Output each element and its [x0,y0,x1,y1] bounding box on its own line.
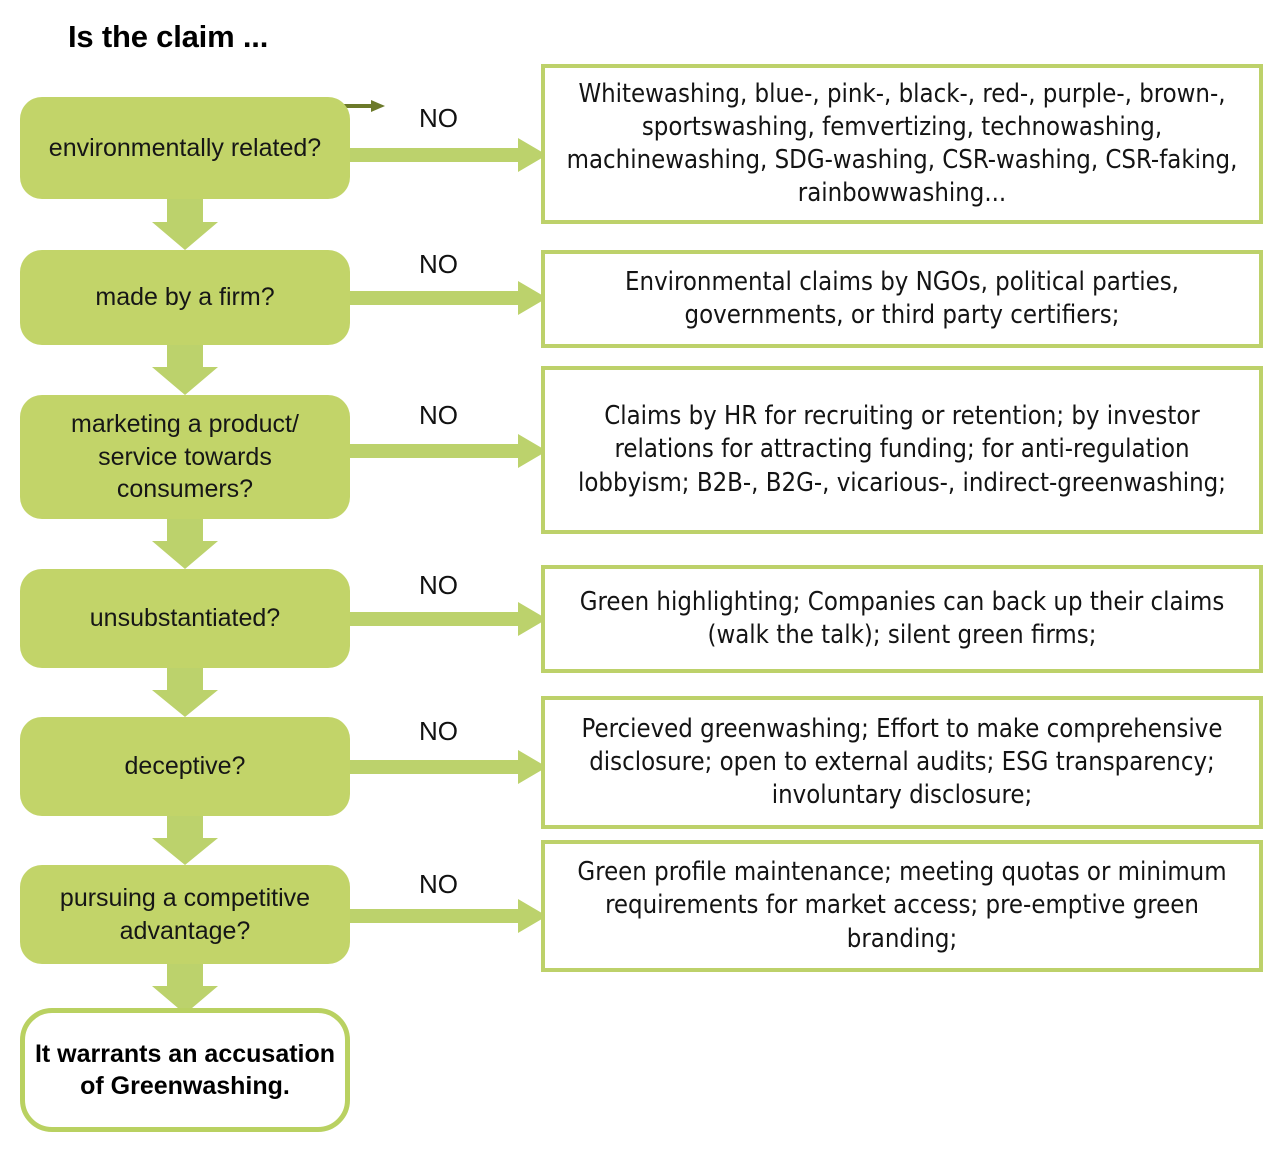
branch-arrow-6 [350,897,547,935]
flow-arrow-down-3 [152,519,218,569]
result-text: Claims by HR for recruiting or retention… [578,401,1226,498]
result-text: Environmental claims by NGOs, political … [625,266,1179,330]
conclusion-label: It warrants an accusation of Greenwashin… [34,1039,336,1101]
decision-label: deceptive? [124,752,246,781]
flow-arrow-down-2 [152,345,218,395]
decision-box-unsubstantiated[interactable]: unsubstantiated? [20,569,350,668]
branch-arrow-3 [350,432,547,470]
thin-arrow-icon [341,95,385,117]
decision-label: made by a firm? [95,283,275,312]
flow-arrow-down-1 [152,199,218,250]
branch-arrow-1 [350,136,547,174]
result-box-marketing-to-consumers: Claims by HR for recruiting or retention… [541,366,1263,534]
decision-label: environmentally related? [48,133,322,162]
branch-no-label-3: NO [419,400,458,430]
result-box-unsubstantiated: Green highlighting; Companies can back u… [541,565,1263,673]
branch-no-label-1: NO [419,103,458,133]
branch-arrow-2 [350,279,547,317]
result-text: Whitewashing, blue-, pink-, black-, red-… [566,78,1238,209]
decision-label: unsubstantiated? [89,604,281,633]
result-text: Green profile maintenance; meeting quota… [577,857,1227,954]
decision-box-competitive-advantage[interactable]: pursuing a competitive advantage? [20,865,350,964]
result-text: Green highlighting; Companies can back u… [579,586,1225,650]
decision-box-made-by-a-firm[interactable]: made by a firm? [20,250,350,345]
result-box-deceptive: Percieved greenwashing; Effort to make c… [541,696,1263,829]
flow-arrow-down-5 [152,816,218,865]
branch-no-label-5: NO [419,716,458,746]
page-title: Is the claim ... [68,19,269,54]
conclusion-box: It warrants an accusation of Greenwashin… [20,1008,350,1132]
decision-label: marketing a product/ service towards con… [71,410,299,504]
result-box-made-by-a-firm: Environmental claims by NGOs, political … [541,250,1263,348]
result-box-environmentally-related: Whitewashing, blue-, pink-, black-, red-… [541,64,1263,224]
result-box-competitive-advantage: Green profile maintenance; meeting quota… [541,840,1263,972]
branch-arrow-5 [350,748,547,786]
branch-arrow-4 [350,600,547,638]
branch-no-label-4: NO [419,570,458,600]
branch-no-label-2: NO [419,249,458,279]
branch-no-label-6: NO [419,869,458,899]
decision-label: pursuing a competitive advantage? [59,884,311,945]
decision-box-marketing-to-consumers[interactable]: marketing a product/ service towards con… [20,395,350,519]
decision-box-environmentally-related[interactable]: environmentally related? [20,97,350,199]
result-text: Percieved greenwashing; Effort to make c… [581,713,1223,811]
flow-arrow-down-6 [152,964,218,1014]
decision-box-deceptive[interactable]: deceptive? [20,717,350,816]
flow-arrow-down-4 [152,668,218,717]
